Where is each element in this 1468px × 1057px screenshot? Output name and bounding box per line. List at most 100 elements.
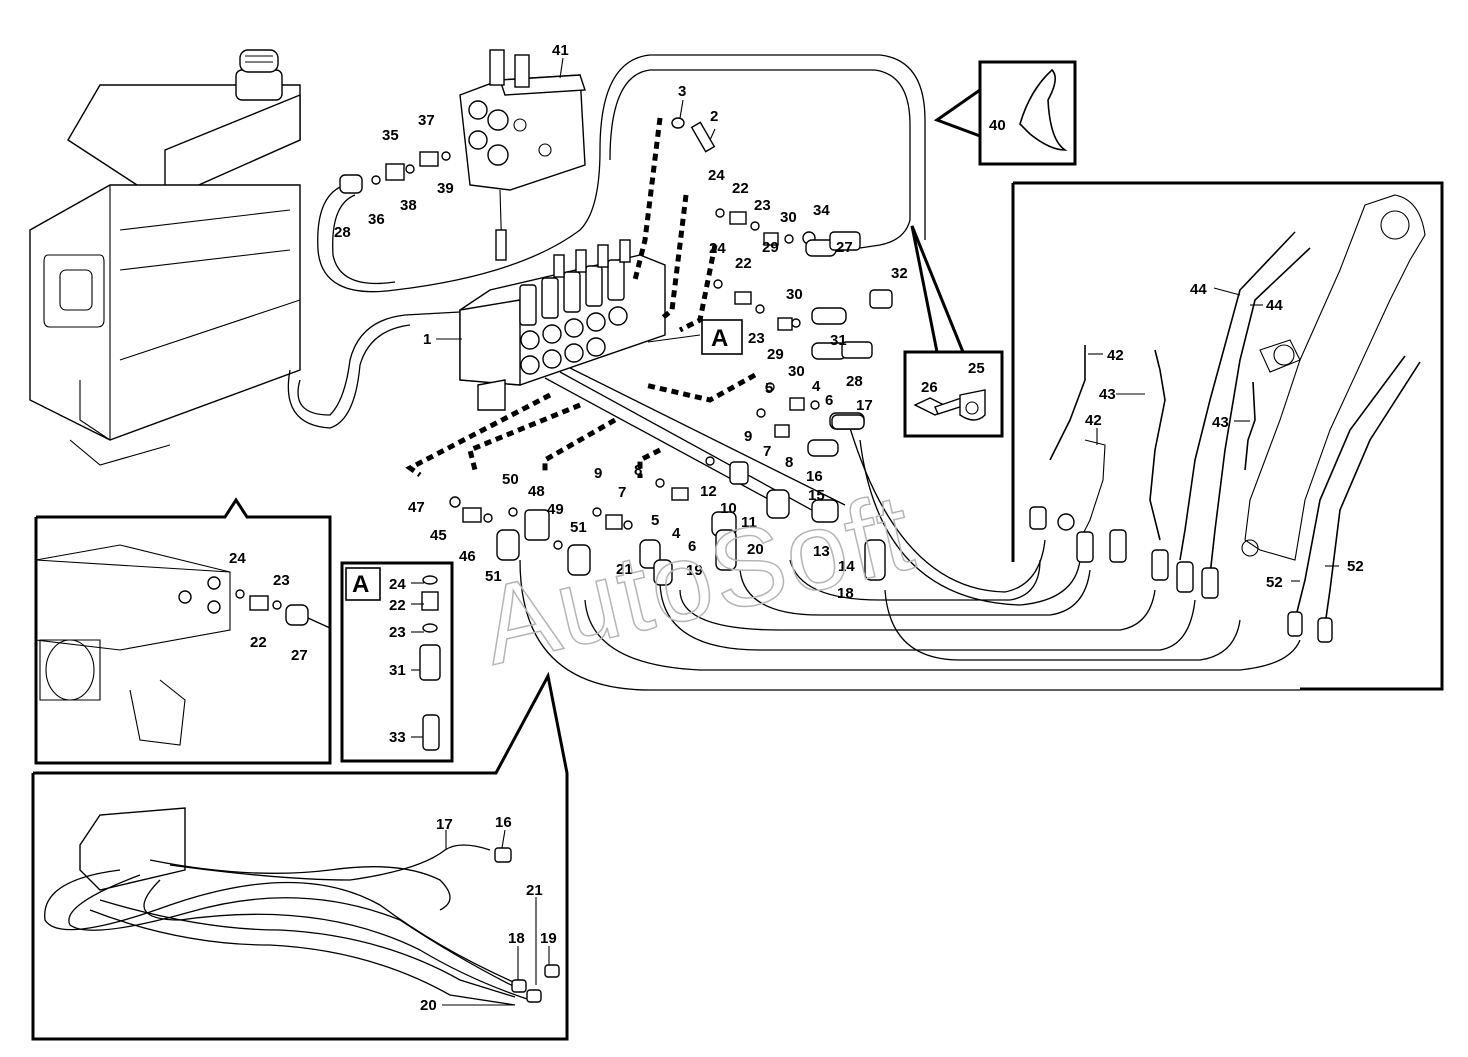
boom-arm bbox=[1241, 194, 1426, 561]
callout-19-main: 19 bbox=[686, 562, 703, 579]
callout-43-a: 43 bbox=[1099, 386, 1116, 403]
dashed-pressure-lines bbox=[405, 117, 757, 478]
callout-29-b: 29 bbox=[767, 346, 784, 363]
callout-48: 48 bbox=[528, 483, 545, 500]
inset-frame-bracket-25 bbox=[903, 225, 1004, 438]
callout-31-a: 31 bbox=[830, 332, 847, 349]
callout-26: 26 bbox=[921, 379, 938, 396]
callout-16-routing: 16 bbox=[495, 814, 512, 831]
callout-24-detail-a: 24 bbox=[389, 576, 406, 593]
callout-35: 35 bbox=[382, 127, 399, 144]
watermark: AutoSoft bbox=[470, 470, 924, 688]
inset-frame-hose-routing bbox=[31, 671, 569, 1041]
callout-33: 33 bbox=[389, 729, 406, 746]
callout-4-a: 4 bbox=[812, 378, 821, 395]
inset-frame-detail-a bbox=[340, 561, 454, 763]
callout-19-routing: 19 bbox=[540, 930, 557, 947]
main-control-valve bbox=[459, 239, 666, 411]
callout-24-b: 24 bbox=[709, 240, 726, 257]
callout-31-detail-a: 31 bbox=[389, 662, 406, 679]
inset-frame-clip-40 bbox=[933, 60, 1077, 166]
svg-text:A: A bbox=[352, 571, 369, 598]
callout-30-c: 30 bbox=[788, 363, 805, 380]
callout-5-a: 5 bbox=[765, 380, 773, 397]
inset-frame-tank-detail bbox=[34, 497, 332, 765]
tank-detail-content bbox=[35, 544, 331, 746]
callout-2: 2 bbox=[710, 108, 718, 125]
leader-lines bbox=[411, 57, 1339, 1006]
callout-32: 32 bbox=[891, 265, 908, 282]
callout-50: 50 bbox=[502, 471, 519, 488]
callout-11: 11 bbox=[741, 514, 757, 531]
callout-30-b: 30 bbox=[786, 286, 803, 303]
callout-51-a: 51 bbox=[570, 519, 587, 536]
callout-28-top: 28 bbox=[334, 224, 351, 241]
callout-44-a: 44 bbox=[1190, 281, 1207, 298]
callout-21-routing: 21 bbox=[526, 882, 543, 899]
callout-6-a: 6 bbox=[825, 392, 833, 409]
callout-23-a: 23 bbox=[754, 197, 771, 214]
callout-39: 39 bbox=[437, 180, 454, 197]
callout-labels: 1 2 3 41 35 37 28 36 38 39 40 24 22 23 3… bbox=[229, 42, 1364, 1014]
callout-52-b: 52 bbox=[1266, 574, 1283, 591]
callout-22-a: 22 bbox=[732, 180, 749, 197]
callout-13: 13 bbox=[813, 543, 830, 560]
callout-45: 45 bbox=[430, 527, 447, 544]
callout-37: 37 bbox=[418, 112, 435, 129]
callout-49: 49 bbox=[547, 501, 564, 518]
callout-20-main: 20 bbox=[747, 541, 764, 558]
callout-27-tank: 27 bbox=[291, 647, 308, 664]
callout-40: 40 bbox=[989, 117, 1006, 134]
callout-12: 12 bbox=[700, 483, 717, 500]
callout-24-tank: 24 bbox=[229, 550, 246, 567]
callout-23-detail-a: 23 bbox=[389, 624, 406, 641]
callout-42-b: 42 bbox=[1085, 412, 1102, 429]
rigid-lines bbox=[1029, 231, 1421, 643]
detail-marker-a-inset: A bbox=[345, 567, 381, 601]
callout-23-tank: 23 bbox=[273, 572, 290, 589]
callout-36: 36 bbox=[368, 211, 385, 228]
callout-16-main: 16 bbox=[806, 468, 823, 485]
callout-8-a: 8 bbox=[785, 454, 793, 471]
callout-22-tank: 22 bbox=[250, 634, 267, 651]
callout-44-b: 44 bbox=[1266, 297, 1283, 314]
callout-10: 10 bbox=[720, 500, 737, 517]
callout-17-main: 17 bbox=[856, 397, 873, 414]
fittings bbox=[339, 117, 893, 586]
callout-17-routing: 17 bbox=[436, 816, 453, 833]
callout-51-b: 51 bbox=[485, 568, 502, 585]
detail-a-parts bbox=[419, 575, 441, 751]
callout-15: 15 bbox=[808, 487, 825, 504]
callout-42-a: 42 bbox=[1107, 347, 1124, 364]
auxiliary-valve-41 bbox=[459, 49, 586, 261]
valve-spools bbox=[519, 239, 631, 375]
hose-routing-content bbox=[44, 807, 560, 1006]
callout-6-b: 6 bbox=[688, 538, 696, 555]
callout-30-a: 30 bbox=[780, 209, 797, 226]
callout-46: 46 bbox=[459, 548, 476, 565]
callout-41: 41 bbox=[552, 42, 569, 59]
bolt-26-bracket-25 bbox=[913, 389, 986, 421]
callout-1: 1 bbox=[423, 331, 431, 348]
callout-52-a: 52 bbox=[1347, 558, 1364, 575]
hydraulic-oil-tank bbox=[29, 49, 301, 466]
hose-loop-upper bbox=[317, 54, 926, 293]
callout-3: 3 bbox=[678, 83, 686, 100]
callout-28-main: 28 bbox=[846, 373, 863, 390]
callout-25: 25 bbox=[968, 360, 985, 377]
callout-8-b: 8 bbox=[634, 462, 642, 479]
callout-9-b: 9 bbox=[594, 465, 602, 482]
callout-7-a: 7 bbox=[763, 443, 771, 460]
callout-29-a: 29 bbox=[762, 239, 779, 256]
svg-text:A: A bbox=[711, 325, 728, 352]
callout-21-main: 21 bbox=[616, 561, 633, 578]
callout-5-b: 5 bbox=[651, 512, 659, 529]
callout-23-b: 23 bbox=[748, 330, 765, 347]
callout-18-routing: 18 bbox=[508, 930, 525, 947]
callout-4-b: 4 bbox=[672, 525, 681, 542]
callout-47: 47 bbox=[408, 499, 425, 516]
callout-7-b: 7 bbox=[618, 484, 626, 501]
callout-22-detail-a: 22 bbox=[389, 597, 406, 614]
detail-marker-a-main: A bbox=[701, 319, 743, 355]
